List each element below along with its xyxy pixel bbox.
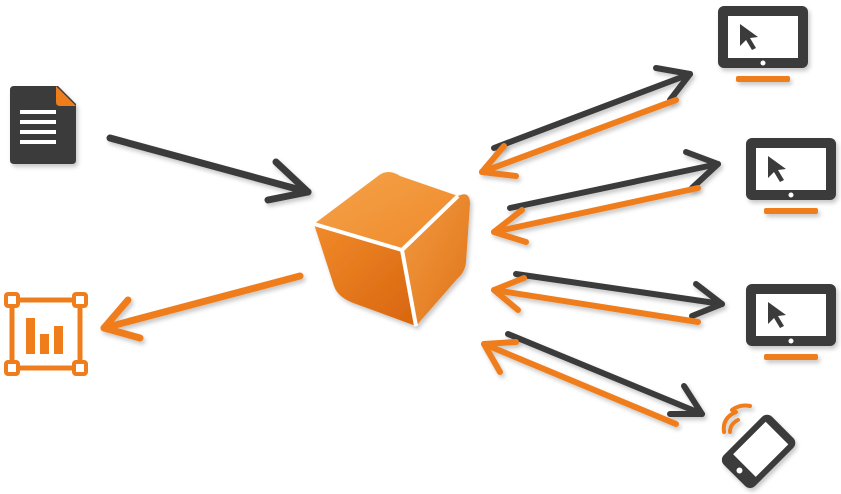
arrow-cube-to-client-3	[513, 271, 725, 319]
cube-icon	[313, 172, 470, 327]
monitor-cursor-icon	[746, 138, 836, 214]
arrow-client-3-to-cube	[491, 275, 701, 325]
arrow-cube-to-client-4	[505, 331, 705, 417]
arrow-cube-to-client-2	[507, 149, 721, 211]
arrow-document-to-cube	[106, 134, 312, 204]
arrow-client-1-to-cube	[479, 97, 679, 179]
mobile-phone-wireless-icon	[721, 403, 796, 489]
arrow-client-2-to-cube	[491, 185, 701, 245]
arrow-client-4-to-cube	[481, 339, 679, 427]
arrow-cube-to-report	[100, 272, 304, 342]
monitor-cursor-icon	[746, 284, 836, 360]
arrow-cube-to-client-1	[491, 65, 693, 151]
document-icon	[10, 86, 76, 164]
monitor-cursor-icon	[718, 6, 808, 82]
bar-chart-report-icon	[4, 292, 88, 376]
